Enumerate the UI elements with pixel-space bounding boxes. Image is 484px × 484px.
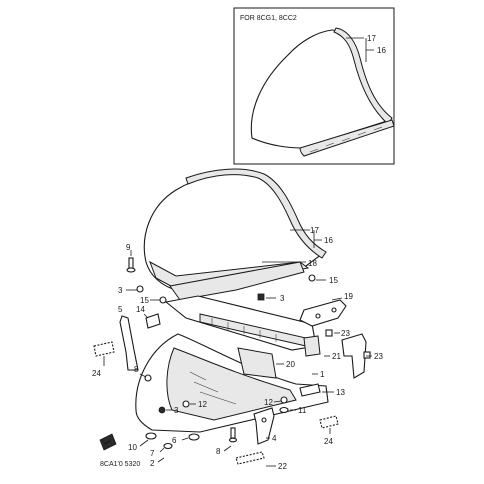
inset-title: FOR 8CG1, 8CC2 bbox=[240, 15, 297, 22]
screw-8-lower bbox=[228, 427, 238, 443]
label-2: 2 bbox=[150, 459, 155, 468]
windscreen-trim bbox=[185, 168, 327, 259]
nut-3-right bbox=[257, 293, 265, 301]
bolt-15-right bbox=[308, 274, 316, 282]
inset-leader-16 bbox=[365, 38, 374, 62]
label-24-right: 24 bbox=[324, 437, 333, 446]
lower-cowl bbox=[135, 333, 329, 433]
label-19: 19 bbox=[344, 292, 353, 301]
label-4: 4 bbox=[272, 434, 277, 443]
inset-label-17: 17 bbox=[367, 34, 376, 43]
clip-14 bbox=[145, 313, 161, 329]
bracket-4 bbox=[253, 407, 275, 445]
strip-22 bbox=[235, 451, 265, 465]
grommet-12-right bbox=[280, 396, 288, 404]
label-17: 17 bbox=[310, 226, 319, 235]
label-8-left: 8 bbox=[134, 365, 139, 374]
inset-border bbox=[233, 7, 395, 165]
label-23-upper: 23 bbox=[341, 329, 350, 338]
washer-11 bbox=[279, 406, 289, 414]
plate-24-right bbox=[319, 415, 339, 429]
washer-7 bbox=[163, 442, 173, 450]
upper-fairing bbox=[164, 261, 321, 357]
label-5: 5 bbox=[118, 305, 123, 314]
label-13: 13 bbox=[336, 388, 345, 397]
screw-8-left bbox=[144, 374, 152, 382]
bracket-5 bbox=[119, 315, 139, 371]
lower-cowl-inner bbox=[166, 347, 297, 421]
inset-panel: FOR 8CG1, 8CC2 17 16 bbox=[233, 7, 395, 165]
label-21: 21 bbox=[332, 352, 341, 361]
upper-bracket bbox=[169, 261, 305, 301]
label-16: 16 bbox=[324, 236, 333, 245]
label-7: 7 bbox=[150, 449, 155, 458]
label-14: 14 bbox=[136, 305, 145, 314]
stay-side-box bbox=[303, 335, 321, 357]
label-18: 18 bbox=[308, 259, 317, 268]
inset-label-16: 16 bbox=[377, 46, 386, 55]
label-6: 6 bbox=[172, 436, 177, 445]
stay-20 bbox=[237, 347, 277, 379]
label-10: 10 bbox=[128, 443, 137, 452]
label-15-left: 15 bbox=[140, 296, 149, 305]
washer-6 bbox=[188, 433, 200, 441]
inset-windscreen-base bbox=[299, 119, 395, 157]
bolt-15-left bbox=[159, 296, 167, 304]
bolt-23-upper bbox=[325, 329, 333, 337]
screw-9 bbox=[126, 257, 136, 273]
label-22: 22 bbox=[278, 462, 287, 471]
label-20: 20 bbox=[286, 360, 295, 369]
plate-13 bbox=[299, 383, 321, 397]
label-11: 11 bbox=[298, 406, 307, 415]
label-1: 1 bbox=[320, 370, 325, 379]
label-3-right: 3 bbox=[280, 294, 285, 303]
grommet-10 bbox=[145, 432, 157, 440]
nut-3-upper bbox=[136, 285, 144, 293]
label-8-lower: 8 bbox=[216, 447, 221, 456]
label-12-left: 12 bbox=[198, 400, 207, 409]
bolt-23-lower bbox=[363, 351, 371, 359]
nut-3-lower bbox=[158, 406, 166, 414]
label-3-upper: 3 bbox=[118, 286, 123, 295]
label-15-right: 15 bbox=[329, 276, 338, 285]
label-24-left: 24 bbox=[92, 369, 101, 378]
grommet-12-left bbox=[182, 400, 190, 408]
catalog-code: 8CA1'0 5320 bbox=[100, 461, 140, 468]
emblem-bracket bbox=[99, 433, 117, 451]
label-3-lower: 3 bbox=[174, 406, 179, 415]
label-23-lower: 23 bbox=[374, 352, 383, 361]
bracket-19 bbox=[299, 299, 347, 327]
label-9: 9 bbox=[126, 243, 131, 252]
plate-24-left bbox=[93, 341, 115, 357]
label-12-right: 12 bbox=[264, 398, 273, 407]
stay-21 bbox=[341, 333, 367, 379]
